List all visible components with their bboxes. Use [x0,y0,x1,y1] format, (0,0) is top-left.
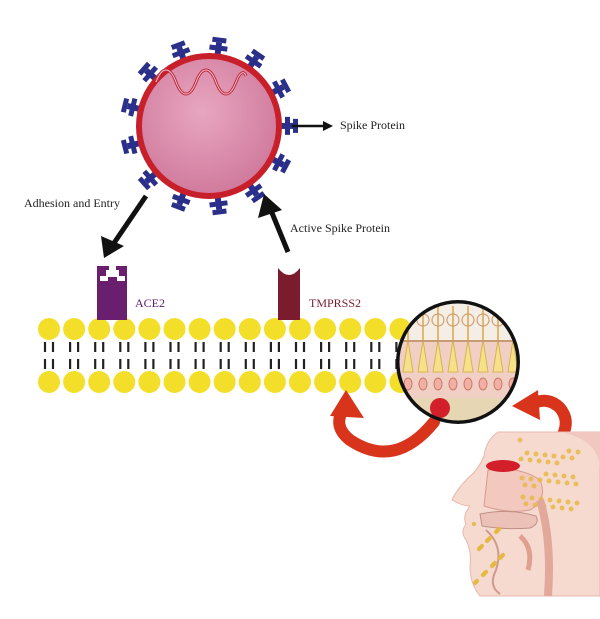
lipid-head [163,318,186,340]
spike-protein-label: Spike Protein [340,118,405,132]
nasal-epithelium-inset-icon [396,300,520,424]
adhesion-entry-label: Adhesion and Entry [24,196,120,210]
tmprss2-label: TMPRSS2 [309,296,362,310]
lipid-head [289,371,311,393]
lipid-head [213,318,236,340]
lipid-head [238,318,261,340]
ace2-label: ACE2 [135,296,165,310]
lipid-head [88,371,111,393]
lipid-head [314,318,337,340]
active-spike-label: Active Spike Protein [290,221,390,235]
lipid-head [238,371,261,393]
lipid-head [263,371,286,393]
lipid-head [38,318,60,340]
curved-arrow-to-membrane [330,390,440,458]
lipid-head [138,371,161,393]
lipid-head [63,371,86,393]
lipid-head [364,371,387,393]
lipid-head [38,371,60,393]
lipid-head [364,318,387,340]
lipid-head [113,318,136,340]
lipid-heads [38,318,412,393]
virus-icon [120,36,299,216]
lipid-head [113,371,136,393]
infection-site-dot [430,398,450,418]
lipid-head [213,371,236,393]
ace2-receptor [97,266,127,320]
lipid-head [339,371,362,393]
virus-membrane [136,53,282,199]
adhesion-entry-arrow [109,194,149,248]
jaw-texture [471,521,506,586]
lipid-head [339,318,362,340]
cell-membrane-icon [38,318,412,393]
lipid-head [263,318,286,340]
human-head-icon [451,431,600,597]
lipid-head [138,318,161,340]
lipid-head [188,371,211,393]
lipid-head [63,318,86,340]
active-spike-arrow [267,207,291,253]
lipid-head [314,371,337,393]
tmprss2-protease [278,268,300,320]
olfactory-region-highlight [486,460,520,472]
lipid-head [88,318,111,340]
lipid-tails [43,342,406,369]
nasal-sinus-texture [517,437,581,512]
lipid-head [188,318,211,340]
lipid-head [163,371,186,393]
lipid-head [289,318,311,340]
